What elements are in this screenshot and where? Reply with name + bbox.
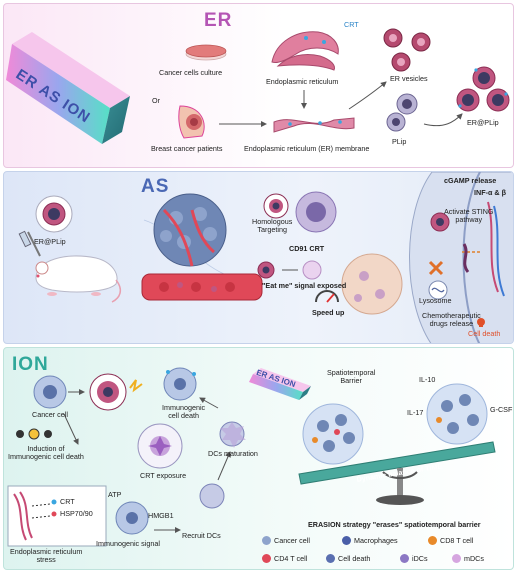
legend-cd8-text: CD8 T cell — [440, 536, 474, 545]
er-vesicles-graphic — [383, 28, 431, 72]
as-panel: AS ER@PLip — [3, 171, 514, 344]
legend-mdcs-text: mDCs — [464, 554, 484, 563]
cgamp-release-label: cGAMP release — [444, 176, 497, 185]
or-label: Or — [152, 96, 160, 105]
er-membrane-label: Endoplasmic reticulum (ER) membrane — [244, 144, 370, 153]
er-plip-bubble — [35, 195, 73, 233]
cell-death-legend-icon — [326, 554, 335, 563]
legend-cancer-cell: Cancer cell — [262, 536, 310, 545]
ion-panel: ION — [3, 347, 514, 570]
ion-flow-graphic — [7, 367, 246, 547]
hmgb1-label: HMGB1 — [148, 511, 174, 520]
legend-cancer-cell-text: Cancer cell — [274, 536, 310, 545]
strategy-label: ERASION strategy "erases" spatiotemporal… — [308, 520, 481, 529]
lysosome-label: Lysosome — [419, 296, 452, 305]
tumor-vessel-graphic — [141, 193, 263, 301]
er-plip-graphic — [456, 66, 510, 112]
speed-up-gauge-icon — [315, 290, 339, 303]
er-stress-label: Endoplasmic reticulum stress — [10, 547, 83, 565]
speed-up-label: Speed up — [312, 308, 345, 317]
plip-graphic — [386, 93, 418, 132]
er-flow-arrows — [219, 81, 463, 127]
mouse-injection-graphic — [18, 230, 122, 303]
endoplasmic-reticulum-label: Endoplasmic reticulum — [266, 77, 339, 86]
as-er-plip-label: ER@PLip — [34, 237, 66, 246]
inf-label: INF-α & β — [474, 188, 506, 197]
sting-pathway-graphic — [428, 212, 470, 300]
legend-cell-death-text: Cell death — [338, 554, 371, 563]
as-panel-title: AS — [141, 176, 170, 197]
immunogenic-signal-label: Immunogenic signal — [96, 539, 160, 548]
erasion-cube-graphic — [6, 32, 130, 144]
plip-label: PLip — [392, 137, 407, 146]
eat-me-label: "Eat me" signal exposed — [262, 281, 347, 290]
er-panel-title: ER — [204, 10, 233, 31]
homologous-targeting-graphic — [263, 191, 337, 233]
legend-mdcs: mDCs — [452, 554, 484, 563]
cancer-cells-culture-label: Cancer cells culture — [159, 68, 223, 77]
cd91-crt-label: CD91 CRT — [289, 244, 325, 253]
er-vesicles-label: ER vesicles — [390, 74, 428, 83]
crt-label: CRT — [344, 20, 359, 29]
dcs-maturation-label: DCs maturation — [208, 449, 258, 458]
petri-dish-icon — [185, 44, 227, 61]
er-membrane-graphic — [273, 117, 355, 133]
cell-death-label: Cell death — [468, 329, 501, 338]
induction-label: Induction of Immunogenic cell death — [8, 444, 84, 462]
cd4-legend-icon — [262, 554, 271, 563]
immunogenic-cell-death-label: Immunogenic cell death — [162, 403, 206, 421]
ion-panel-title: ION — [12, 354, 49, 375]
skull-icon — [477, 318, 485, 327]
ion-legend: Cancer cell Macrophages CD8 T cell CD4 T… — [262, 536, 512, 569]
atp-label: ATP — [108, 490, 122, 499]
homologous-targeting-label: Homologous Targeting — [252, 217, 293, 235]
breast-tissue-icon — [178, 105, 205, 139]
dynamic-balance-graphic — [298, 383, 496, 505]
il17-label: IL-17 — [407, 408, 424, 417]
legend-idcs-text: iDCs — [412, 554, 428, 563]
chemo-release-label: Chemotherapeutic drugs release — [422, 311, 481, 329]
recruit-dcs-label: Recruit DCs — [182, 531, 221, 540]
breast-cancer-patients-label: Breast cancer patients — [151, 144, 223, 153]
legend-cd8: CD8 T cell — [428, 536, 473, 545]
gcsf-label: G-CSF — [490, 405, 513, 414]
legend-cd4: CD4 T cell — [262, 554, 307, 563]
legend-idcs: iDCs — [400, 554, 428, 563]
er-panel: ER ER AS ION Cancer cells culture Or Br — [3, 3, 514, 168]
spatiotemporal-barrier-label: Spatiotemporal Barrier — [327, 368, 376, 386]
legend-macrophages-text: Macrophages — [354, 536, 398, 545]
il10-label: IL-10 — [419, 375, 436, 384]
cd8-legend-icon — [428, 536, 437, 545]
legend-cell-death: Cell death — [326, 554, 370, 563]
legend-cd4-text: CD4 T cell — [274, 554, 308, 563]
activate-sting-label: Activate STING pathway — [444, 207, 494, 225]
cancer-cell-label: Cancer cell — [32, 410, 68, 419]
ion-crt-label: CRT — [60, 497, 75, 506]
ion-cube-graphic — [249, 368, 311, 400]
mdcs-legend-icon — [452, 554, 461, 563]
eat-me-graphic — [257, 253, 403, 315]
crt-exposure-label: CRT exposure — [140, 471, 187, 480]
macrophage-legend-icon — [342, 536, 351, 545]
cancer-cell-legend-icon — [262, 536, 271, 545]
er-plip-label: ER@PLip — [467, 118, 499, 127]
idcs-legend-icon — [400, 554, 409, 563]
endoplasmic-reticulum-graphic — [271, 31, 339, 71]
hsp-label: HSP70/90 — [60, 509, 93, 518]
legend-macrophages: Macrophages — [342, 536, 398, 545]
